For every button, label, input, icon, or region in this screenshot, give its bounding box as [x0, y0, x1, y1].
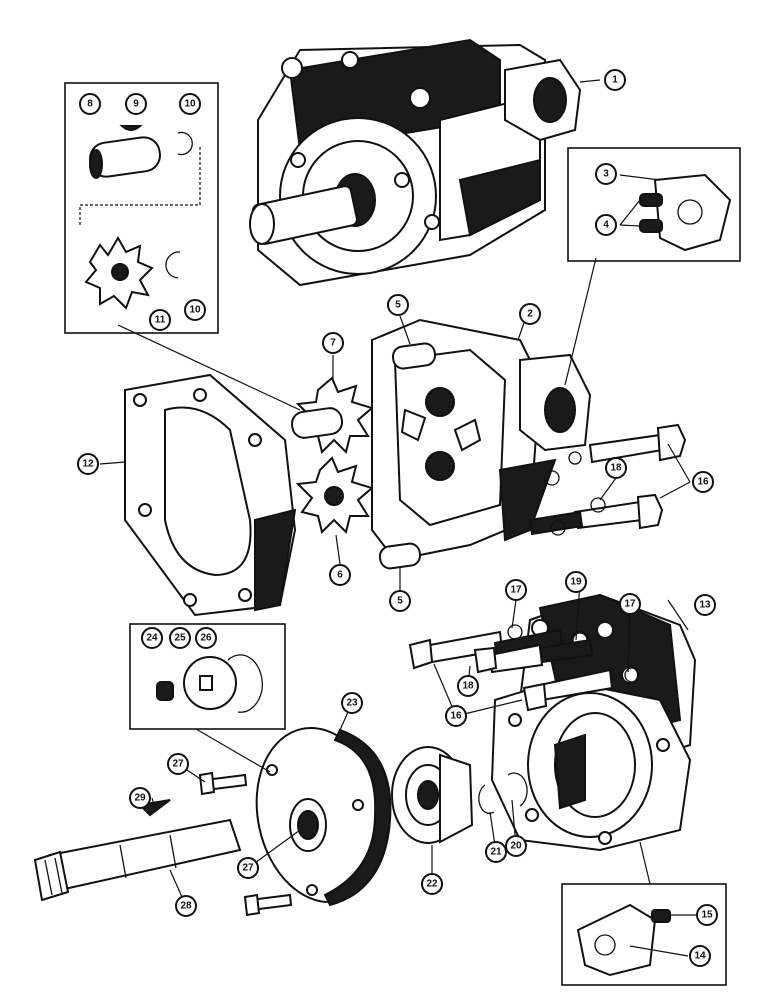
svg-text:14: 14	[694, 951, 706, 962]
svg-text:11: 11	[155, 315, 166, 326]
svg-text:21: 21	[490, 847, 502, 858]
inset-housing-fittings	[567, 147, 741, 262]
callout-17-right: 17	[619, 593, 641, 615]
svg-text:6: 6	[337, 570, 343, 581]
bolts-upper	[528, 423, 687, 536]
inset-drive-gear-parts	[64, 82, 219, 334]
svg-text:24: 24	[146, 633, 158, 644]
svg-text:28: 28	[180, 901, 192, 912]
shaft-28-and-screws	[33, 771, 293, 917]
callout-29: 29	[129, 787, 151, 809]
callout-24: 24	[141, 627, 163, 649]
svg-text:15: 15	[701, 910, 713, 921]
end-cover-13	[490, 593, 697, 852]
leader-lines	[99, 79, 697, 957]
callout-26: 26	[195, 627, 217, 649]
svg-text:12: 12	[82, 459, 94, 470]
callout-21: 21	[485, 841, 507, 863]
callout-23: 23	[341, 692, 363, 714]
svg-text:29: 29	[134, 793, 146, 804]
callout-3: 3	[595, 163, 617, 185]
svg-text:1: 1	[612, 75, 618, 86]
svg-text:23: 23	[346, 698, 358, 709]
callout-12: 12	[77, 453, 99, 475]
flange-23	[255, 726, 392, 907]
callout-4: 4	[595, 214, 617, 236]
svg-text:10: 10	[184, 99, 196, 110]
callout-14: 14	[689, 945, 711, 967]
callout-18-lower: 18	[457, 675, 479, 697]
callout-7: 7	[322, 332, 344, 354]
svg-text:26: 26	[200, 633, 212, 644]
svg-text:10: 10	[189, 305, 201, 316]
svg-text:13: 13	[699, 600, 711, 611]
svg-text:7: 7	[330, 338, 336, 349]
plate-12	[124, 373, 297, 617]
svg-text:18: 18	[462, 681, 474, 692]
callout-27-upper: 27	[167, 753, 189, 775]
svg-text:22: 22	[426, 879, 438, 890]
svg-text:20: 20	[510, 841, 522, 852]
callout-20: 20	[505, 835, 527, 857]
callout-2: 2	[519, 303, 541, 325]
callout-1: 1	[604, 69, 626, 91]
callout-16-lower: 16	[445, 705, 467, 727]
callout-18-upper: 18	[605, 457, 627, 479]
svg-text:8: 8	[87, 99, 93, 110]
callout-28: 28	[175, 895, 197, 917]
bolts-lower	[408, 624, 640, 712]
svg-text:16: 16	[450, 711, 462, 722]
callout-13: 13	[694, 594, 716, 616]
svg-text:17: 17	[624, 599, 636, 610]
callout-27-lower: 27	[237, 857, 259, 879]
callout-6: 6	[329, 564, 351, 586]
callout-16-right: 16	[692, 471, 714, 493]
svg-text:2: 2	[527, 309, 533, 320]
callout-22: 22	[421, 873, 443, 895]
svg-text:27: 27	[242, 863, 254, 874]
svg-text:5: 5	[395, 300, 401, 311]
svg-text:25: 25	[174, 633, 186, 644]
callout-5-top: 5	[387, 294, 409, 316]
svg-text:4: 4	[603, 220, 609, 231]
callout-17-left: 17	[505, 579, 527, 601]
callout-15: 15	[696, 904, 718, 926]
callout-10-bottom: 10	[184, 299, 206, 321]
svg-text:27: 27	[172, 759, 184, 770]
svg-text:17: 17	[510, 585, 522, 596]
svg-text:3: 3	[603, 169, 609, 180]
callout-11: 11	[149, 309, 171, 331]
svg-text:9: 9	[133, 99, 139, 110]
housing-2	[371, 318, 592, 570]
callout-10-top: 10	[179, 93, 201, 115]
svg-text:18: 18	[610, 463, 622, 474]
callout-9: 9	[125, 93, 147, 115]
inset-bearing-parts	[129, 623, 286, 730]
svg-text:16: 16	[697, 477, 709, 488]
svg-text:19: 19	[570, 577, 582, 588]
bearing-22	[391, 746, 528, 844]
callout-8: 8	[79, 93, 101, 115]
inset-cover-fittings	[561, 883, 727, 986]
gears-6-7	[290, 376, 375, 534]
assembled-pump	[249, 38, 582, 287]
callout-5-bottom: 5	[389, 590, 411, 612]
callout-25: 25	[169, 627, 191, 649]
callout-19: 19	[565, 571, 587, 593]
svg-text:5: 5	[397, 596, 403, 607]
